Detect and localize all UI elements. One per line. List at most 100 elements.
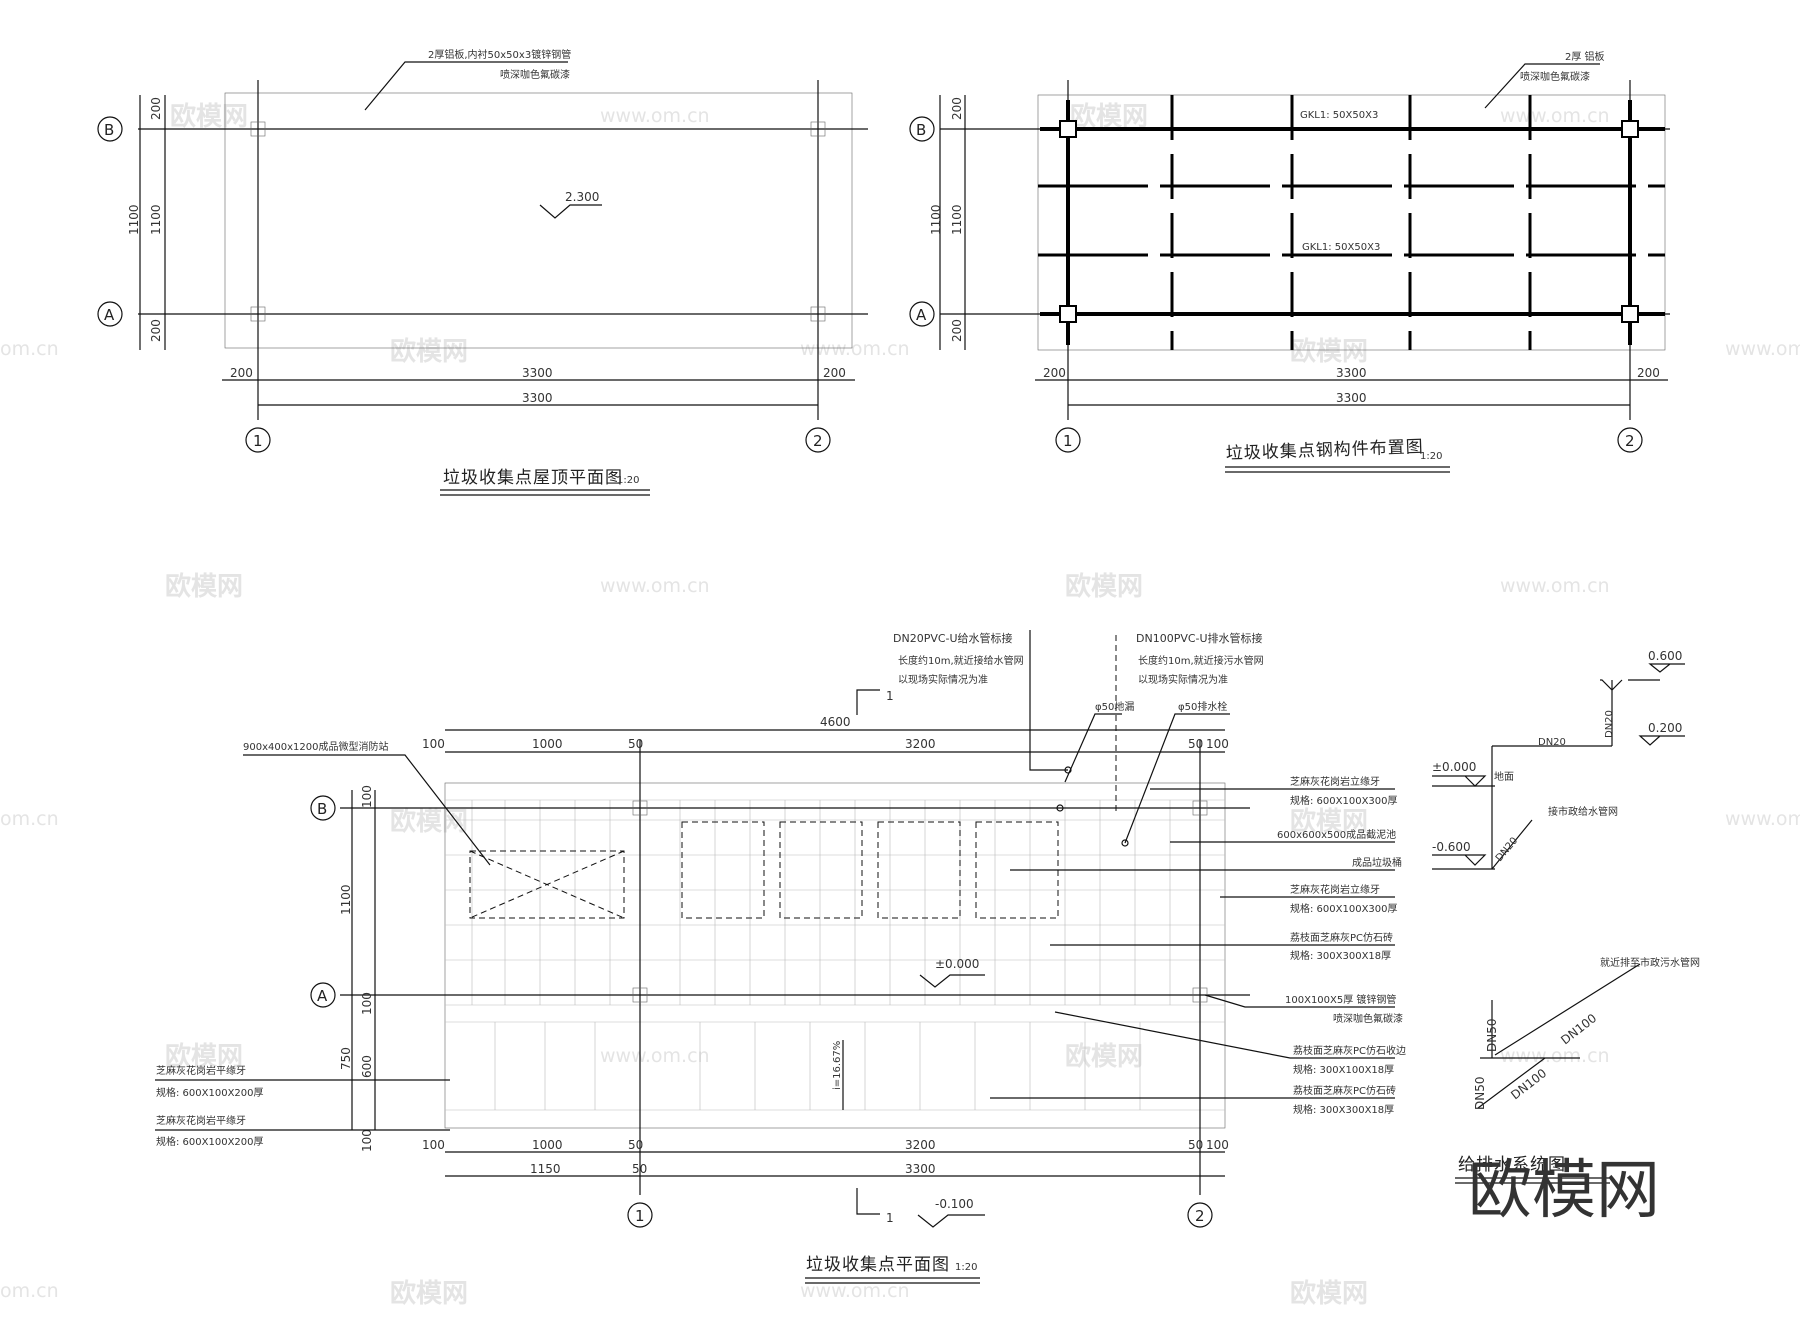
watermark-logo: 欧模网 [390,806,468,837]
watermark-url: www.om.cn [600,105,710,127]
steel-note-1: 2厚 铝板 [1565,50,1605,63]
watermark-logo: 欧模网 [1070,101,1148,132]
dim-d: 3200 [905,1138,936,1152]
leader-line [1054,1011,1395,1059]
axis-bubble-b [909,116,935,142]
dim-f: 100 [1206,1138,1229,1152]
axis-label-2: 2 [813,432,823,450]
dim-c: 50 [628,1138,643,1152]
axis-label-a: A [916,306,927,324]
dim-total: 3300 [522,391,553,405]
leader-line [1124,713,1230,844]
ground-label: 地面 [1494,770,1514,783]
floor-plan: DN20PVC-U给水管标接 长度约10m,就近接给水管网 以现场实际情况为准 … [155,630,1406,1284]
axis-bubble-1 [245,427,271,453]
sewer-note: 就近排至市政污水管网 [1600,956,1700,969]
dim-mid: 1100 [929,204,943,235]
dim-i: 50 [632,1162,647,1176]
column [632,800,648,816]
dim-d: 3200 [905,737,936,751]
column [810,306,826,322]
floor-elevation: ±0.000 [935,957,979,971]
left-label-2-line2: 规格: 600X100X200厚 [156,1135,264,1148]
watermark-logo: 欧模网 [1290,1278,1368,1309]
dim-center: 3300 [1336,366,1367,380]
elev-2: 0.200 [1648,721,1682,735]
steel-column [1621,120,1639,138]
trash-bin [779,821,863,919]
axis-label-a: A [104,306,115,324]
pipe1-line3: 以现场实际情况为准 [898,673,988,686]
watermark-logo: 欧模网 [390,336,468,367]
elev-1: 0.600 [1648,649,1682,663]
watermark-logo: 欧模网 [170,101,248,132]
steel-outline [1037,94,1666,351]
watermark-url: www.om.cn [1500,1045,1610,1067]
right-label-6-line1: 100X100X5厚 镀锌钢管 [1285,993,1396,1006]
steel-column [1621,305,1639,323]
watermark-logo: 欧模网 [165,1041,243,1072]
axis-bubble-b [310,795,336,821]
watermark-logo: 欧模网 [165,571,243,602]
dn20-horiz: DN20 [1538,737,1566,748]
leader-line [364,61,568,111]
trash-bin [681,821,765,919]
right-label-7-line1: 荔枝面芝麻灰PC仿石收边 [1293,1044,1406,1057]
column [1192,800,1208,816]
axis-label-2: 2 [1625,432,1635,450]
roof-outline [224,92,853,349]
roof-plan: 200 1100 1100 200 200 3300 200 3300 B A … [97,48,868,496]
pipe1-line1: DN20PVC-U给水管标接 [893,631,1013,645]
dn50-b: DN50 [1473,1077,1487,1111]
water-diagram: 0.600 0.200 DN20 DN20 ±0.000 地面 DN20 接市政… [1432,649,1700,1184]
left-label-2-line1: 芝麻灰花岗岩平缘牙 [156,1114,246,1127]
water-pipe [1029,630,1068,771]
watermark-url: www.om.cn [1500,575,1610,597]
axis-bubble-b [97,116,123,142]
watermark-logo: 欧模网 [1290,806,1368,837]
axis-bubble-1 [1055,427,1081,453]
axis-bubble-2 [1187,1202,1213,1228]
elevation-symbol [917,1214,985,1228]
leader-line [1064,713,1122,783]
trash-bin [877,821,961,919]
dim-mid: 1100 [127,204,141,235]
steel-note-2: 喷深咖色氟碳漆 [1520,70,1590,83]
dim-b: 1000 [532,737,563,751]
steel-plan-scale: 1:20 [1420,451,1442,462]
roof-note-1: 2厚铝板,内衬50x50x3镀锌钢管 [428,48,571,61]
dim-top: 200 [950,97,964,120]
elevation-symbol [1648,663,1685,673]
fire-station-cross [469,850,625,919]
floor-plan-scale: 1:20 [955,1262,977,1273]
right-label-6-line2: 喷深咖色氟碳漆 [1333,1012,1403,1025]
watermark-logo: 欧模网 [1065,571,1143,602]
column [250,306,266,322]
watermark-url: www.om.cn [800,1280,910,1302]
watermark-url: www.om.cn [1725,808,1800,830]
dim-mid: 1100 [950,204,964,235]
axis-bubble-a [310,982,336,1008]
right-label-8-line2: 规格: 300X300X18厚 [1293,1103,1394,1116]
leader-line [1204,994,1395,1008]
right-label-5-line2: 规格: 300X300X18厚 [1290,949,1391,962]
roof-plan-scale: 1:20 [617,475,639,486]
watermark-url: om.cn [0,808,59,830]
dim-f: 100 [360,1129,374,1152]
watermark-url: om.cn [0,338,59,360]
steel-plan-title: 垃圾收集点钢构件布置图 [1225,437,1424,464]
leader-line [243,754,491,866]
watermark-logo: 欧模网 [1065,1041,1143,1072]
axis-bubble-a [909,301,935,327]
steel-column [1059,305,1077,323]
right-label-4-line2: 规格: 600X100X300厚 [1290,902,1398,915]
dim-g: 1150 [530,1162,561,1176]
elevation-symbol [539,204,602,219]
paving-outline [444,782,1226,1129]
dim-right: 200 [823,366,846,380]
watermark-layer: 欧模网 www.om.cn 欧模网 www.om.cn om.cn 欧模网 ww… [0,101,1800,1309]
water-diagram-title: 给排水系统图 [1458,1155,1566,1175]
pipe2-line3: 以现场实际情况为准 [1138,673,1228,686]
roof-note-2: 喷深咖色氟碳漆 [500,68,570,81]
